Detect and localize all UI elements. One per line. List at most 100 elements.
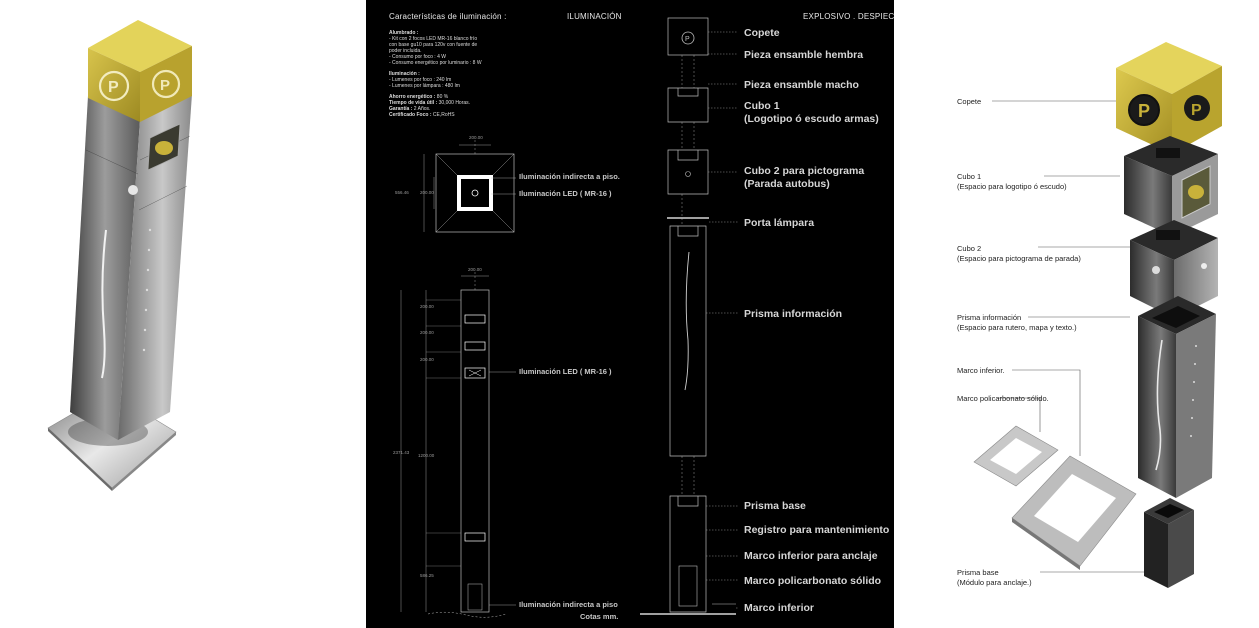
parking-p-icon-side <box>151 69 181 99</box>
label-pieza-hembra: Pieza ensamble hembra <box>744 49 864 61</box>
label-marco-inferior: Marco inferior <box>744 602 815 614</box>
label-cubo1-sub: (Logotipo ó escudo armas) <box>744 113 879 125</box>
spec-certificado-value: CE,RoHS <box>432 112 455 118</box>
spec-line: - Lumenes por lámpara : 480 lm <box>389 83 460 89</box>
label-porta-lampara: Porta lámpara <box>744 217 815 229</box>
cap-side <box>140 46 192 122</box>
elev-dim-total: 2371.43 <box>393 450 410 455</box>
flower-pictogram-icon <box>1152 266 1160 274</box>
totem-render-left: P P <box>0 0 366 628</box>
svg-text:P: P <box>1138 101 1150 121</box>
label-cubo2-sub: (Parada autobus) <box>744 178 830 190</box>
leader-lines <box>706 31 738 609</box>
right-label-copete: Copete <box>957 97 981 107</box>
marco-policarbonato-frame <box>1011 455 1137 570</box>
svg-text:P: P <box>1191 102 1202 119</box>
label-line: Marco policarbonato sólido. <box>957 394 1049 403</box>
logo-emblem-icon <box>155 141 173 155</box>
label-prisma-base: Prisma base <box>744 500 806 512</box>
right-label-cubo2: Cubo 2 (Espacio para pictograma de parad… <box>957 244 1081 264</box>
parking-p-icon <box>1128 94 1160 126</box>
label-cubo2: Cubo 2 para pictograma <box>744 165 865 177</box>
label-marco-anclaje: Marco inferior para anclaje <box>744 550 878 562</box>
plan-dim-outer: 556.46 <box>395 190 409 195</box>
label-line: Prisma información <box>957 313 1022 322</box>
spec-garantia-value: 2 Años. <box>413 106 431 112</box>
totem-3d-render: P P <box>47 20 192 491</box>
spec-line: - Consumo por foco : 4 W <box>389 54 446 60</box>
label-line: Prisma base <box>957 568 999 577</box>
plan-label-led: Iluminación LED ( MR-16 ) <box>519 189 612 198</box>
label-line: (Espacio para logotipo ó escudo) <box>957 182 1067 191</box>
parking-p-icon-side <box>1184 95 1210 121</box>
label-registro: Registro para mantenimiento <box>744 524 890 536</box>
elev-dim-base: 586.25 <box>420 573 434 578</box>
flower-pictogram-icon <box>128 185 138 195</box>
label-line: Marco inferior. <box>957 366 1005 375</box>
prisma-informacion-prism <box>1138 296 1216 498</box>
elev-dim-c: 200.00 <box>420 357 434 362</box>
spec-certificado-label: Certificado Foco : <box>389 112 432 118</box>
spec-ahorro-value: 80 % <box>436 94 449 100</box>
elev-dim-a: 200.00 <box>420 304 434 309</box>
column-front-face <box>70 96 140 440</box>
label-copete: Copete <box>744 27 780 39</box>
right-label-marco-poli: Marco policarbonato sólido. <box>957 394 1049 404</box>
svg-text:P: P <box>685 36 690 43</box>
plan-dim-inner: 200.00 <box>420 190 434 195</box>
exploded-view: P <box>640 17 736 615</box>
label-line: Copete <box>957 97 982 106</box>
spec-line: - Kit con 2 focos LED MR-16 blanco frío <box>389 36 478 42</box>
spec-alumbrado-heading: Alumbrado : <box>389 30 419 36</box>
elev-label-led: Iluminación LED ( MR-16 ) <box>519 367 612 376</box>
label-cubo1: Cubo 1 <box>744 100 780 112</box>
spec-line: - Consumo energético por luminario : 8 W <box>389 60 482 66</box>
label-line: (Espacio para rutero, mapa y texto.) <box>957 323 1077 332</box>
sheet-title-right: EXPLOSIVO . DESPIECE <box>803 12 894 21</box>
elevation-view <box>400 272 516 618</box>
parking-p-icon <box>98 70 130 102</box>
spec-vida-label: Tiempo de vida útil : <box>389 100 438 106</box>
cubo2-cube <box>1130 220 1218 318</box>
elev-dim-b: 200.00 <box>420 330 434 335</box>
right-label-cubo1: Cubo 1 (Espacio para logotipo ó escudo) <box>957 172 1067 192</box>
sheet-title-center: ILUMINACIÓN <box>567 12 622 21</box>
label-marco-policarbonato: Marco policarbonato sólido <box>744 575 882 587</box>
label-line: (Espacio para pictograma de parada) <box>957 254 1081 263</box>
spec-iluminacion-heading: Iluminación : <box>389 71 420 77</box>
label-pieza-macho: Pieza ensamble macho <box>744 79 859 91</box>
right-leader-lines <box>992 100 1144 573</box>
plan-view <box>423 140 516 233</box>
label-line: Cubo 2 <box>957 244 982 253</box>
right-label-prisma-base: Prisma base (Módulo para anclaje.) <box>957 568 1032 588</box>
spec-line: poder incluida. <box>389 48 422 54</box>
elev-label-indirect: Iluminación indirecta a piso <box>519 600 618 609</box>
prisma-base-prism <box>1144 498 1194 588</box>
marco-inferior-frame <box>973 425 1059 487</box>
elev-dim-top: 200.00 <box>468 267 482 272</box>
elev-dim-mid: 1200.00 <box>418 453 435 458</box>
plan-dim-top: 200.00 <box>469 135 483 140</box>
technical-drawings: P <box>400 17 738 618</box>
specs-block: Alumbrado : - Kit con 2 focos LED MR-16 … <box>389 30 482 118</box>
spec-line: con base gu10 para 120v con fuente de <box>389 42 478 48</box>
led-strip <box>1155 339 1163 471</box>
technical-sheet: Características de iluminación : ILUMINA… <box>366 0 894 628</box>
svg-text:P: P <box>108 79 119 96</box>
cap-front <box>88 48 140 122</box>
svg-text:P: P <box>160 77 170 94</box>
units-note: Cotas mm. <box>580 612 619 621</box>
cubo1-cube <box>1124 136 1218 236</box>
right-label-marco-inf: Marco inferior. <box>957 366 1005 376</box>
column-side-face <box>118 94 192 440</box>
spec-vida-value: 30,000 Horas. <box>438 100 471 106</box>
logo-emblem-icon <box>1188 185 1204 199</box>
label-line: (Módulo para anclaje.) <box>957 578 1032 587</box>
spec-ahorro-label: Ahorro energético : <box>389 94 436 100</box>
exploded-3d-render: P P <box>973 42 1222 588</box>
led-strip <box>101 229 107 379</box>
label-prisma-informacion: Prisma información <box>744 308 843 320</box>
right-label-prisma-info: Prisma información (Espacio para rutero,… <box>957 313 1077 333</box>
label-line: Cubo 1 <box>957 172 982 181</box>
spec-garantia-label: Garantía : <box>389 106 413 112</box>
